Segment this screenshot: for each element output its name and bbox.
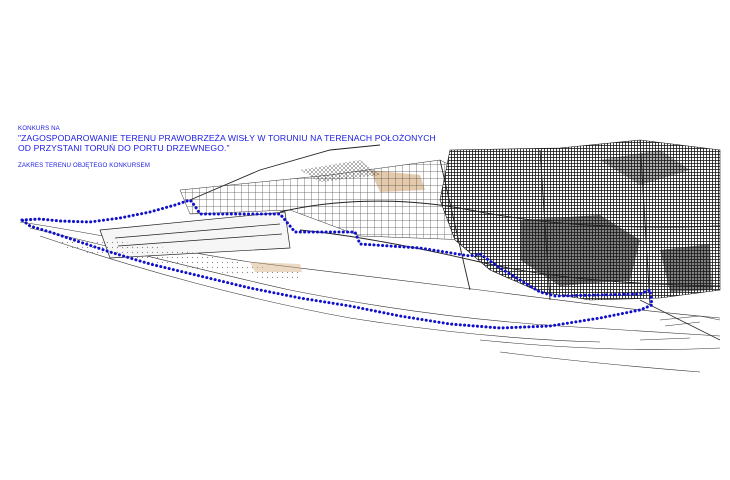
competition-title-block: KONKURS NA "ZAGOSPODAROWANIE TERENU PRAW… [18, 125, 436, 170]
city-centre-area [439, 139, 721, 301]
scope-label: ZAKRES TERENU OBJĘTEGO KONKURSEM [18, 162, 151, 169]
harbour-details [639, 315, 721, 341]
roads [189, 139, 721, 341]
competition-title-line-2: OD PRZYSTANI TORUŃ DO PORTU DRZEWNEGO." [18, 143, 230, 153]
competition-boundary [17, 198, 654, 330]
competition-title-line-1: "ZAGOSPODAROWANIE TERENU PRAWOBRZEŻA WIS… [18, 133, 436, 143]
konkurs-label: KONKURS NA [18, 125, 60, 132]
